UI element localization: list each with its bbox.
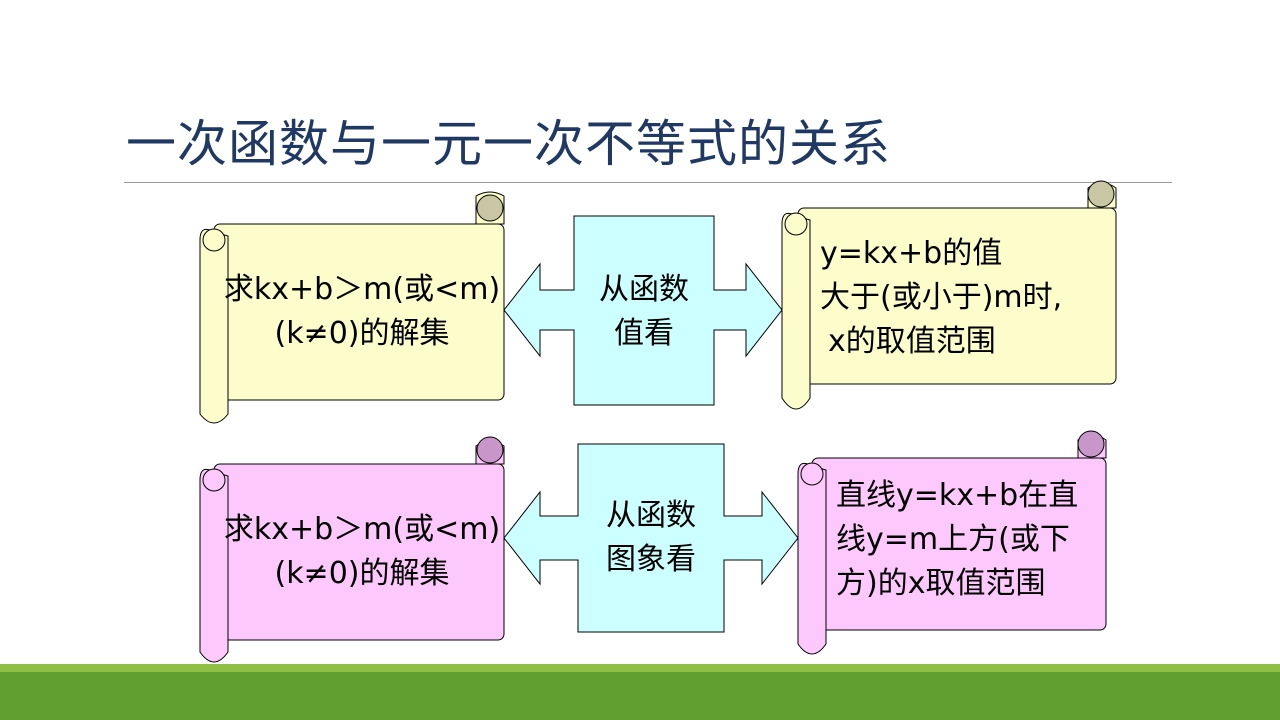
- scroll-row1-left: [199, 191, 505, 424]
- row1-left-text: 求kx+b＞m(或<m) (k≠0)的解集: [216, 268, 508, 356]
- row2-center-text: 从函数 图象看: [578, 494, 724, 582]
- row1-right-text: y=kx+b的值 大于(或小于)m时, x的取值范围: [820, 232, 1112, 364]
- scroll-row2-right: [797, 430, 1107, 655]
- row2-center-line1: 从函数: [606, 498, 696, 533]
- slide-title: 一次函数与一元一次不等式的关系: [126, 115, 891, 173]
- row2-right-line3: 方)的x取值范围: [836, 566, 1046, 601]
- row2-left-line2: (k≠0)的解集: [274, 556, 450, 591]
- row1-center-text: 从函数 值看: [574, 268, 714, 356]
- footer-bar: [0, 672, 1280, 720]
- row1-left-line1: 求kx+b＞m(或<m): [223, 272, 501, 307]
- title-divider: [124, 182, 1172, 183]
- row1-left-line2: (k≠0)的解集: [274, 316, 450, 351]
- row2-left-line1: 求kx+b＞m(或<m): [223, 512, 501, 547]
- row1-center-line1: 从函数: [599, 272, 689, 307]
- row2-center-line2: 图象看: [606, 542, 696, 577]
- row1-right-line1: y=kx+b的值: [820, 236, 1003, 271]
- footer-stripe: [0, 664, 1280, 672]
- row2-right-line1: 直线y=kx+b在直: [836, 478, 1079, 513]
- row1-right-line2: 大于(或小于)m时,: [820, 280, 1063, 315]
- row2-left-text: 求kx+b＞m(或<m) (k≠0)的解集: [216, 508, 508, 596]
- row1-center-line2: 值看: [614, 316, 674, 351]
- row1-right-line3: x的取值范围: [828, 324, 996, 359]
- scroll-row1-right: [781, 180, 1117, 410]
- double-arrow-row2: [503, 443, 799, 633]
- row2-right-line2: 线y=m上方(或下: [836, 522, 1070, 557]
- double-arrow-row1: [503, 215, 783, 406]
- scroll-row2-left: [199, 436, 505, 663]
- row2-right-text: 直线y=kx+b在直 线y=m上方(或下 方)的x取值范围: [836, 474, 1102, 606]
